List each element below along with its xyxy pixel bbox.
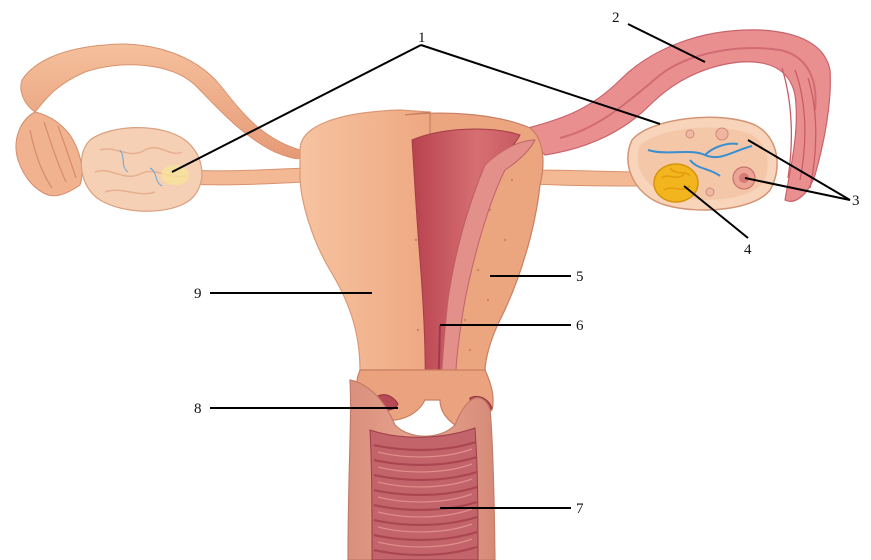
ovarian-follicle-tiny bbox=[686, 130, 694, 138]
label-9: 9 bbox=[194, 286, 202, 302]
label-1: 1 bbox=[418, 30, 426, 46]
ovarian-follicle-tiny-2 bbox=[706, 188, 714, 196]
ovarian-follicle-small bbox=[716, 128, 728, 140]
right-ovarian-ligament bbox=[535, 170, 640, 186]
label-5: 5 bbox=[576, 269, 584, 285]
left-ovary-highlight bbox=[161, 165, 189, 185]
label-2: 2 bbox=[612, 10, 620, 26]
uterus-exterior bbox=[300, 110, 430, 370]
label-8: 8 bbox=[194, 401, 202, 417]
label-3: 3 bbox=[852, 193, 860, 209]
label-6: 6 bbox=[576, 318, 584, 334]
label-4: 4 bbox=[744, 242, 752, 258]
corpus-luteum bbox=[654, 164, 698, 202]
left-ovarian-ligament bbox=[185, 168, 305, 185]
label-7: 7 bbox=[576, 501, 584, 517]
